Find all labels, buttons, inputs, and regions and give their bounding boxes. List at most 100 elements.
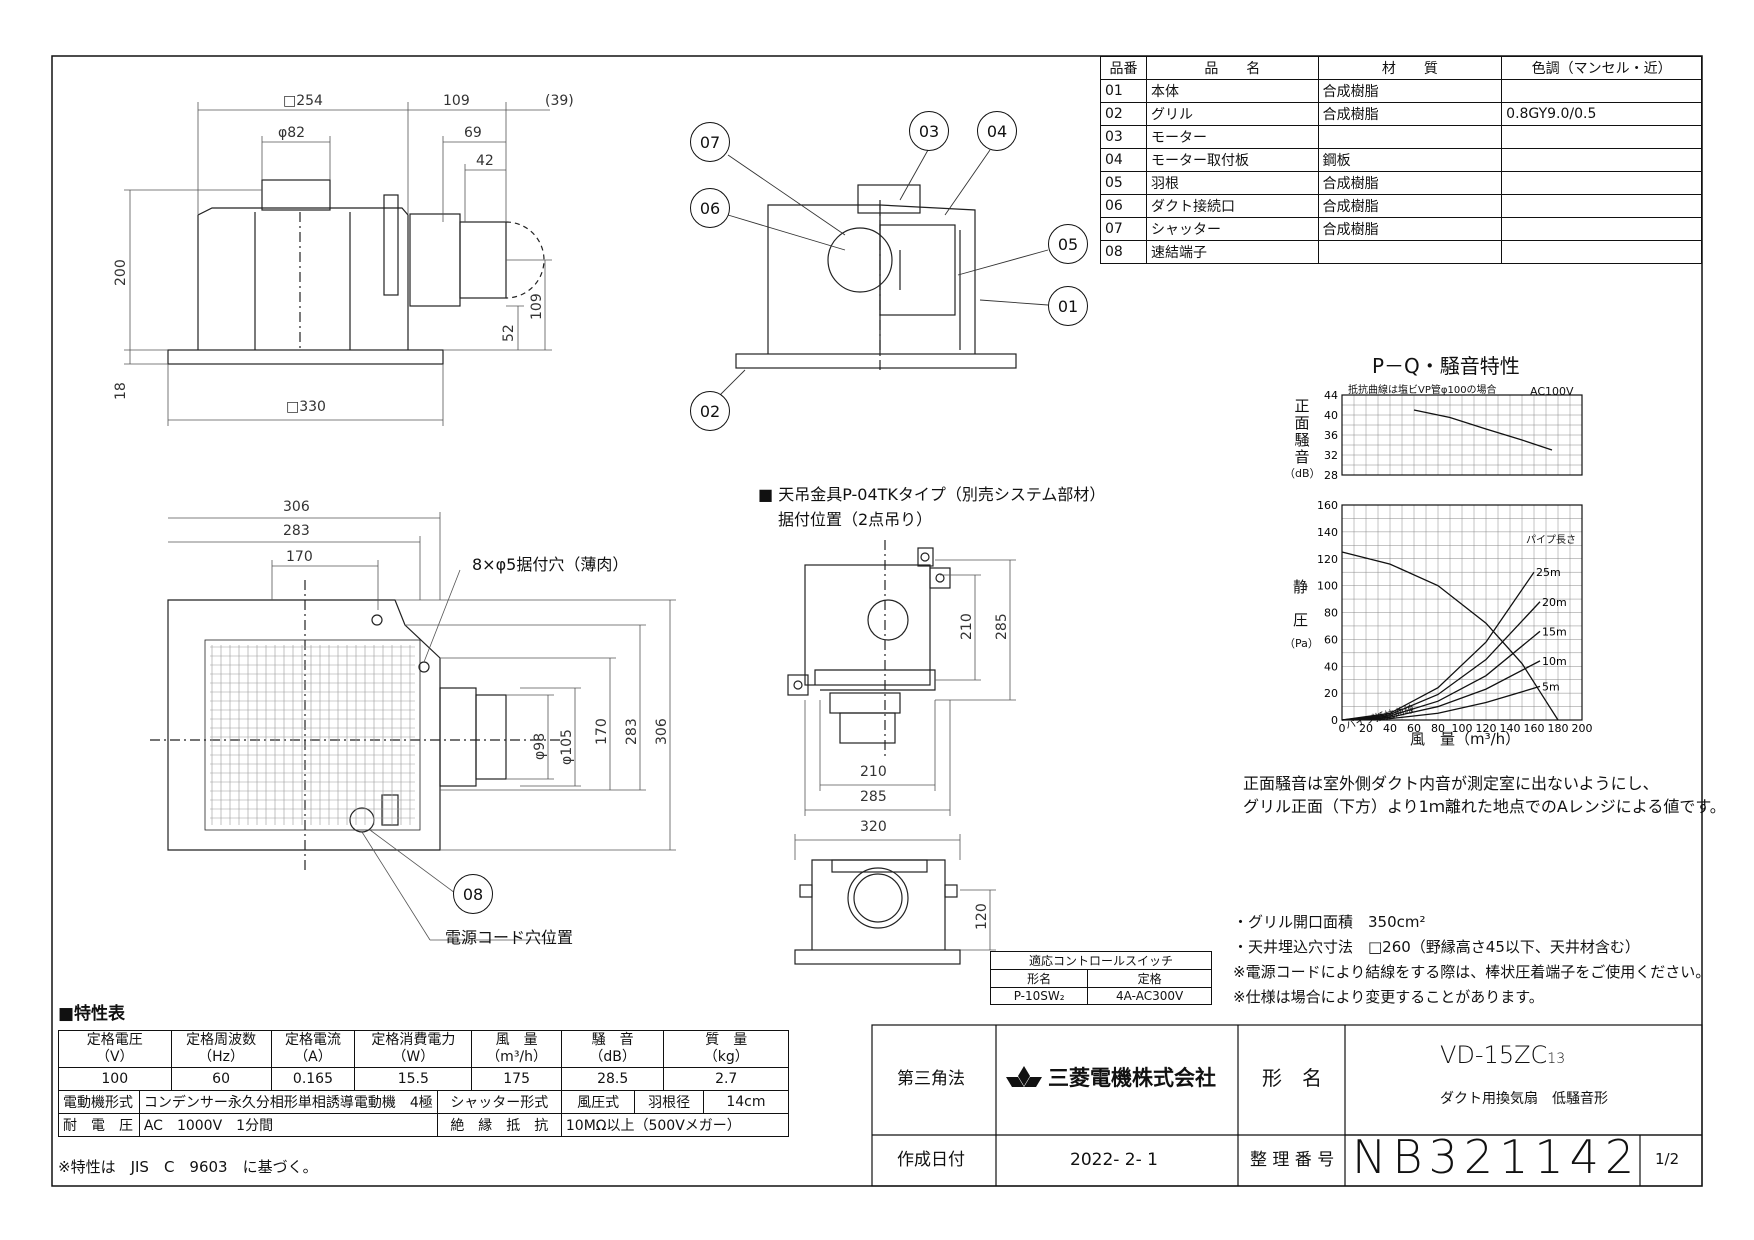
- y-tick-label: 40: [1324, 660, 1338, 673]
- noise-label-char: 正: [1294, 397, 1310, 415]
- spec-value-cell: 28.5: [560, 1067, 665, 1091]
- parts-cell-name: 本体: [1145, 79, 1319, 103]
- shutter-label: シャッター形式: [436, 1090, 562, 1114]
- dim-height: 200: [113, 259, 129, 286]
- company-name: 三菱電機株式会社: [1048, 1066, 1216, 1090]
- spec-header-label: 質 量: [705, 1032, 748, 1048]
- parts-cell-color: [1501, 171, 1702, 195]
- noise-label-char: 面: [1294, 414, 1310, 432]
- withstand-value: AC 1000V 1分間: [138, 1113, 438, 1137]
- date-label: 作成日付: [897, 1150, 965, 1170]
- plan-dims: [168, 512, 676, 941]
- header-material: 材 質: [1317, 56, 1503, 80]
- x-tick-label: 80: [1431, 722, 1445, 735]
- parts-cell-material: 合成樹脂: [1317, 102, 1503, 126]
- projection-method: 第三角法: [897, 1069, 965, 1089]
- dim-hanger-h285: 285: [860, 789, 887, 805]
- y-tick-label: 160: [1317, 499, 1338, 512]
- parts-cell-color: [1501, 79, 1702, 103]
- dim-duct: φ82: [278, 125, 306, 141]
- spec-footnote: ※特性は JIS C 9603 に基づく。: [58, 1158, 318, 1176]
- parts-cell-material: 鋼板: [1317, 148, 1503, 172]
- x-tick-label: 160: [1524, 722, 1545, 735]
- spec-header-label: 定格電流: [284, 1032, 341, 1048]
- dim-18: 18: [113, 382, 129, 400]
- dim-52: 52: [501, 324, 517, 342]
- model-suffix: 13: [1547, 1051, 1566, 1067]
- switch-model: P-10SW₂: [989, 987, 1089, 1005]
- callout-06: 06: [690, 188, 730, 228]
- x-tick-label: 180: [1548, 722, 1569, 735]
- pressure-label-0: 静: [1293, 578, 1309, 596]
- parts-cell-material: 合成樹脂: [1317, 79, 1503, 103]
- x-tick-label: 20: [1359, 722, 1373, 735]
- spec-header-label: 定格周波数: [186, 1032, 257, 1048]
- spec-header-cell: 定格電流（A）: [270, 1030, 356, 1068]
- model-number: VD-15ZC13: [1440, 1043, 1565, 1067]
- callout-08: 08: [453, 874, 493, 914]
- x-tick-label: 200: [1572, 722, 1593, 735]
- spec-header-label: 騒 音: [591, 1032, 634, 1048]
- parts-cell-material: [1317, 240, 1503, 264]
- spec-header-cell: 定格電圧（V）: [58, 1030, 172, 1068]
- y-tick-label: 60: [1324, 633, 1338, 646]
- insulation-value: 10MΩ以上（500Vメガー）: [560, 1113, 790, 1137]
- series-line: [1413, 409, 1553, 451]
- parts-cell-no: 07: [1100, 217, 1147, 241]
- y-tick-label: 100: [1317, 580, 1338, 593]
- spec-table-title: ■特性表: [58, 1004, 126, 1024]
- hanger-top-view: [787, 540, 951, 760]
- dim-phi98: φ98: [532, 732, 548, 760]
- dim-hanger-v210: 210: [959, 613, 975, 640]
- dim-phi105: φ105: [559, 729, 575, 765]
- motor-value: コンデンサー永久分相形単相誘導電動機 4極: [138, 1090, 438, 1114]
- hanger-subtitle: 据付位置（2点吊り）: [778, 510, 933, 529]
- parts-cell-name: モーター: [1145, 125, 1319, 149]
- series-line: [1341, 685, 1541, 721]
- plot-frame: [1341, 394, 1583, 476]
- series-line: [1341, 660, 1541, 721]
- spec-header-cell: 質 量（kg）: [663, 1030, 789, 1068]
- x-tick-label: 0: [1339, 722, 1346, 735]
- noise-axis-label: 正 面 騒 音: [1293, 398, 1311, 466]
- pipe-length-label: パイプ長さ: [1526, 535, 1576, 546]
- reference-label: 整 理 番 号: [1250, 1150, 1335, 1170]
- spec-header-unit: （Hz）: [198, 1049, 245, 1065]
- spec-header-cell: 定格消費電力（W）: [354, 1030, 473, 1068]
- spec-value-cell: 0.165: [270, 1067, 356, 1091]
- spec-header-unit: （A）: [294, 1049, 332, 1065]
- model-code: VD-15ZC: [1440, 1041, 1548, 1069]
- spec-header-unit: （dB）: [589, 1049, 636, 1065]
- y-tick-label: 40: [1324, 409, 1338, 422]
- switch-header-rating: 定格: [1087, 969, 1212, 988]
- parts-cell-color: [1501, 240, 1702, 264]
- cord-position-label: 電源コード穴位置: [445, 928, 574, 947]
- series-label: 5m: [1542, 680, 1560, 693]
- dim-hanger-h210: 210: [860, 764, 887, 780]
- parts-cell-no: 02: [1100, 102, 1147, 126]
- parts-cell-no: 06: [1100, 194, 1147, 218]
- callout-02: 02: [690, 391, 730, 431]
- parts-cell-name: 羽根: [1145, 171, 1319, 195]
- dim-offset: 109: [443, 93, 470, 109]
- model-label: 形 名: [1262, 1066, 1322, 1090]
- header-color: 色調（マンセル・近）: [1501, 56, 1702, 80]
- pq-xlabel: 風 量（m³/h）: [1410, 730, 1521, 748]
- chart-note-1: 正面騒音は室外側ダクト内音が測定室に出ないようにし、: [1243, 774, 1659, 793]
- parts-table-header: 品番 品 名 材 質 色調（マンセル・近）: [1100, 56, 1702, 80]
- parts-cell-color: [1501, 125, 1702, 149]
- company-logo: [1006, 1066, 1042, 1087]
- plot-frame: [1341, 504, 1583, 721]
- spec-value-cell: 2.7: [663, 1067, 789, 1091]
- dim-v170: 170: [594, 718, 610, 745]
- dim-42: 42: [476, 153, 494, 169]
- dim-109: 109: [529, 293, 545, 320]
- parts-cell-material: 合成樹脂: [1317, 194, 1503, 218]
- dim-170: 170: [286, 549, 313, 565]
